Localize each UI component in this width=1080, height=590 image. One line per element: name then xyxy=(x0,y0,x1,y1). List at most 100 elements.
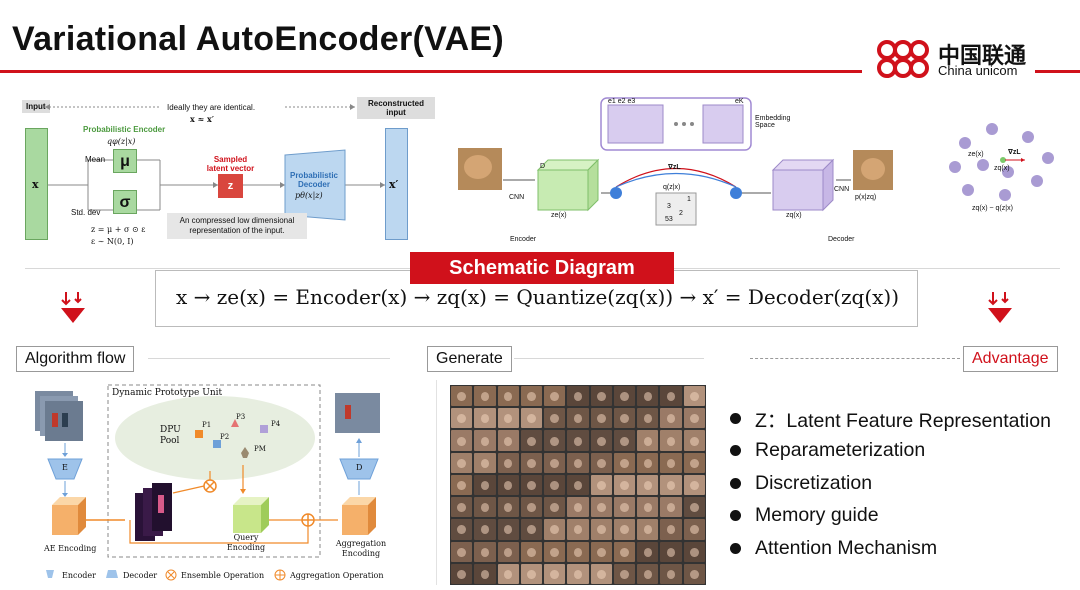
sigma-box: σ xyxy=(113,190,137,214)
proto-pm: PM xyxy=(254,445,266,453)
input-x-bar xyxy=(25,128,48,240)
logo-text-cn: 中国联通 xyxy=(938,43,1027,68)
dpu-pool: DPU Pool xyxy=(160,425,181,446)
face-thumbnail xyxy=(683,563,705,584)
advantage-text: Discretization xyxy=(755,471,873,494)
face-thumbnail xyxy=(660,541,682,562)
grid-val-2: 3 xyxy=(667,203,671,210)
grid-val-4: 53 xyxy=(665,216,673,223)
legend-aggregation: Aggregation Operation xyxy=(290,571,384,580)
generated-faces-grid xyxy=(450,385,706,585)
face-thumbnail xyxy=(637,408,659,429)
face-thumbnail xyxy=(567,430,589,451)
face-thumbnail xyxy=(590,497,612,518)
algorithm-flow-diagram: Dynamic Prototype Unit DPU Pool P1 P2 P3… xyxy=(30,383,400,588)
e-box-label: E xyxy=(62,463,68,472)
face-thumbnail xyxy=(637,497,659,518)
face-thumbnail xyxy=(637,474,659,496)
latent-scatter-dots xyxy=(949,123,1054,201)
algorithm-flow-line xyxy=(148,358,390,359)
face-thumbnail xyxy=(497,541,519,562)
face-thumbnail xyxy=(660,430,682,451)
compressed-note: An compressed low dimensional representa… xyxy=(167,213,307,239)
flow-diagram-drawing xyxy=(35,384,380,581)
x-symbol: x xyxy=(32,178,39,191)
sampled-label: Sampled latent vector xyxy=(206,155,255,173)
face-thumbnail xyxy=(474,541,496,562)
pipeline-formula: x → ze(x) = Encoder(x) → zq(x) = Quantiz… xyxy=(175,285,900,309)
legend-ensemble: Ensemble Operation xyxy=(181,571,265,580)
bullet-icon xyxy=(730,477,741,489)
z-formula: z = μ + σ ⊙ ε xyxy=(91,225,146,234)
face-thumbnail xyxy=(613,519,636,540)
slide-title: Variational AutoEncoder(VAE) xyxy=(12,20,505,58)
face-thumbnail xyxy=(683,497,705,518)
face-thumbnail xyxy=(451,474,473,496)
face-thumbnail xyxy=(544,430,566,451)
cnn-right: CNN xyxy=(834,186,850,193)
zq-label: zq(x) xyxy=(786,212,802,219)
face-thumbnail xyxy=(497,563,519,584)
face-thumbnail xyxy=(590,430,612,451)
face-thumbnail xyxy=(520,430,543,451)
face-thumbnail xyxy=(683,452,705,473)
face-thumbnail xyxy=(613,497,636,518)
output-x-bar xyxy=(385,128,408,240)
face-thumbnail xyxy=(660,497,682,518)
face-thumbnail xyxy=(660,408,682,429)
advantage-item: Discretization xyxy=(730,467,1051,500)
face-thumbnail xyxy=(567,563,589,584)
face-thumbnail xyxy=(520,519,543,540)
grad-label: ∇zL xyxy=(668,164,681,171)
encoder-label: Encoder xyxy=(510,236,537,243)
latent-scatter-diagram: ze(x) ∇zL zq(x) zq(x) ~ q(z|x) xyxy=(940,115,1060,225)
face-thumbnail xyxy=(474,563,496,584)
advantage-text: Reparameterization xyxy=(755,439,926,462)
x-prime-symbol: x′ xyxy=(389,178,399,191)
face-thumbnail xyxy=(544,541,566,562)
bullet-icon xyxy=(730,412,741,424)
face-thumbnail xyxy=(613,386,636,407)
grid-val-3: 2 xyxy=(679,210,683,217)
embedding-ek: eK xyxy=(735,98,744,105)
advantage-text: Attention Mechanism xyxy=(755,536,938,559)
logo-text-en: China unicom xyxy=(938,63,1018,78)
scatter-zq-label: zq(x) xyxy=(994,165,1010,172)
down-arrow-icon-left xyxy=(61,292,85,323)
face-thumbnail xyxy=(637,386,659,407)
mean-label: Mean xyxy=(85,155,106,164)
embedding-space: Embedding Space xyxy=(755,115,791,129)
face-thumbnail xyxy=(451,386,473,407)
face-thumbnail xyxy=(637,430,659,451)
bullet-icon xyxy=(730,542,741,554)
face-thumbnail xyxy=(520,563,543,584)
face-thumbnail xyxy=(660,386,682,407)
china-unicom-logo-icon xyxy=(877,40,929,78)
face-thumbnail xyxy=(544,519,566,540)
advantage-item: Memory guide xyxy=(730,500,1051,533)
face-thumbnail xyxy=(590,519,612,540)
face-thumbnail xyxy=(660,452,682,473)
mu-symbol: μ xyxy=(120,153,130,170)
advantage-item: Z：Latent Feature Representation xyxy=(730,402,1051,435)
face-thumbnail xyxy=(567,386,589,407)
advantage-list: Z：Latent Feature Representation Reparame… xyxy=(730,402,1051,565)
std-label: Std. dev xyxy=(71,208,101,217)
advantage-text: Z：Latent Feature Representation xyxy=(755,409,1051,432)
face-thumbnail xyxy=(683,386,705,407)
face-thumbnail xyxy=(474,519,496,540)
face-thumbnail xyxy=(497,497,519,518)
face-thumbnail xyxy=(451,519,473,540)
face-thumbnail xyxy=(567,519,589,540)
bullet-icon xyxy=(730,445,741,457)
face-thumbnail xyxy=(451,452,473,473)
proto-p4: P4 xyxy=(271,420,281,428)
z-symbol: z xyxy=(227,180,234,192)
qzx-label: q(z|x) xyxy=(663,184,681,191)
vae-diagram: Input Ideally they are identical. x ≈ x′… xyxy=(15,95,445,255)
embedding-e1: e1 e2 e3 xyxy=(608,98,636,105)
generate-header: Generate xyxy=(427,346,512,372)
face-thumbnail xyxy=(683,430,705,451)
face-thumbnail xyxy=(683,519,705,540)
face-thumbnail xyxy=(590,386,612,407)
